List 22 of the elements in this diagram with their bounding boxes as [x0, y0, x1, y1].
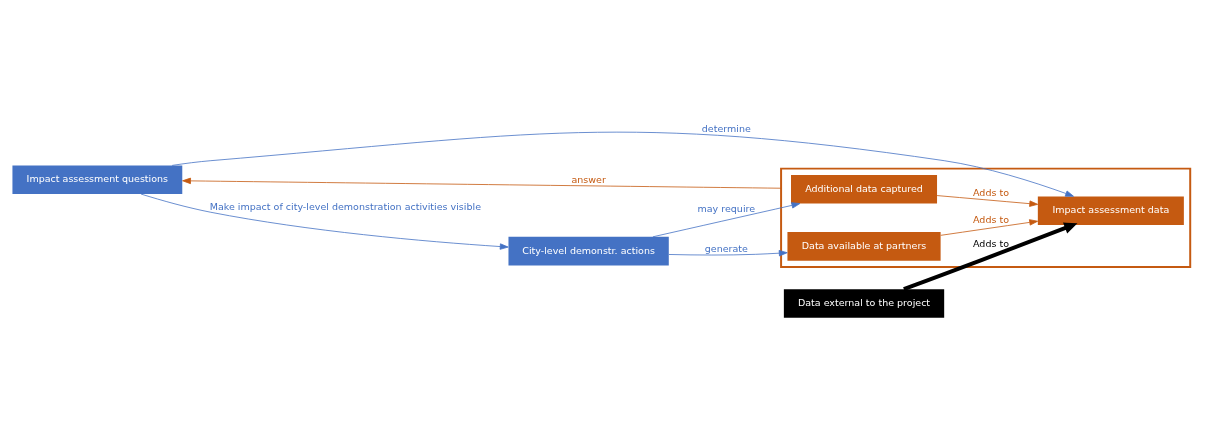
arrow: [652, 201, 801, 237]
edge-label: Adds to: [973, 213, 1009, 225]
node-box: Impact assessment questions: [12, 164, 183, 194]
arrow: [668, 249, 788, 256]
edge-label: Adds to: [973, 186, 1009, 198]
node-box: Data external to the project: [783, 288, 945, 318]
edge-label: answer: [571, 173, 606, 185]
arrow: [171, 131, 1074, 197]
edge-label: Make impact of city-level demonstration activities visible: [209, 200, 482, 212]
arrow: [936, 194, 1039, 207]
arrow: [182, 177, 782, 189]
node-box: City-level demonstr. actions: [508, 236, 669, 265]
arrow: [903, 222, 1078, 291]
edge-label: determine: [701, 122, 751, 134]
node-box: Impact assessment data: [1037, 195, 1184, 225]
edge-label: Adds to: [973, 237, 1009, 249]
node-box: Data available at partners: [787, 231, 941, 261]
edge-label: generate: [704, 242, 748, 254]
arrow: [140, 193, 509, 250]
edge-label: may require: [697, 202, 756, 214]
arrow: [940, 218, 1039, 236]
node-box: Additional data captured: [791, 174, 938, 204]
